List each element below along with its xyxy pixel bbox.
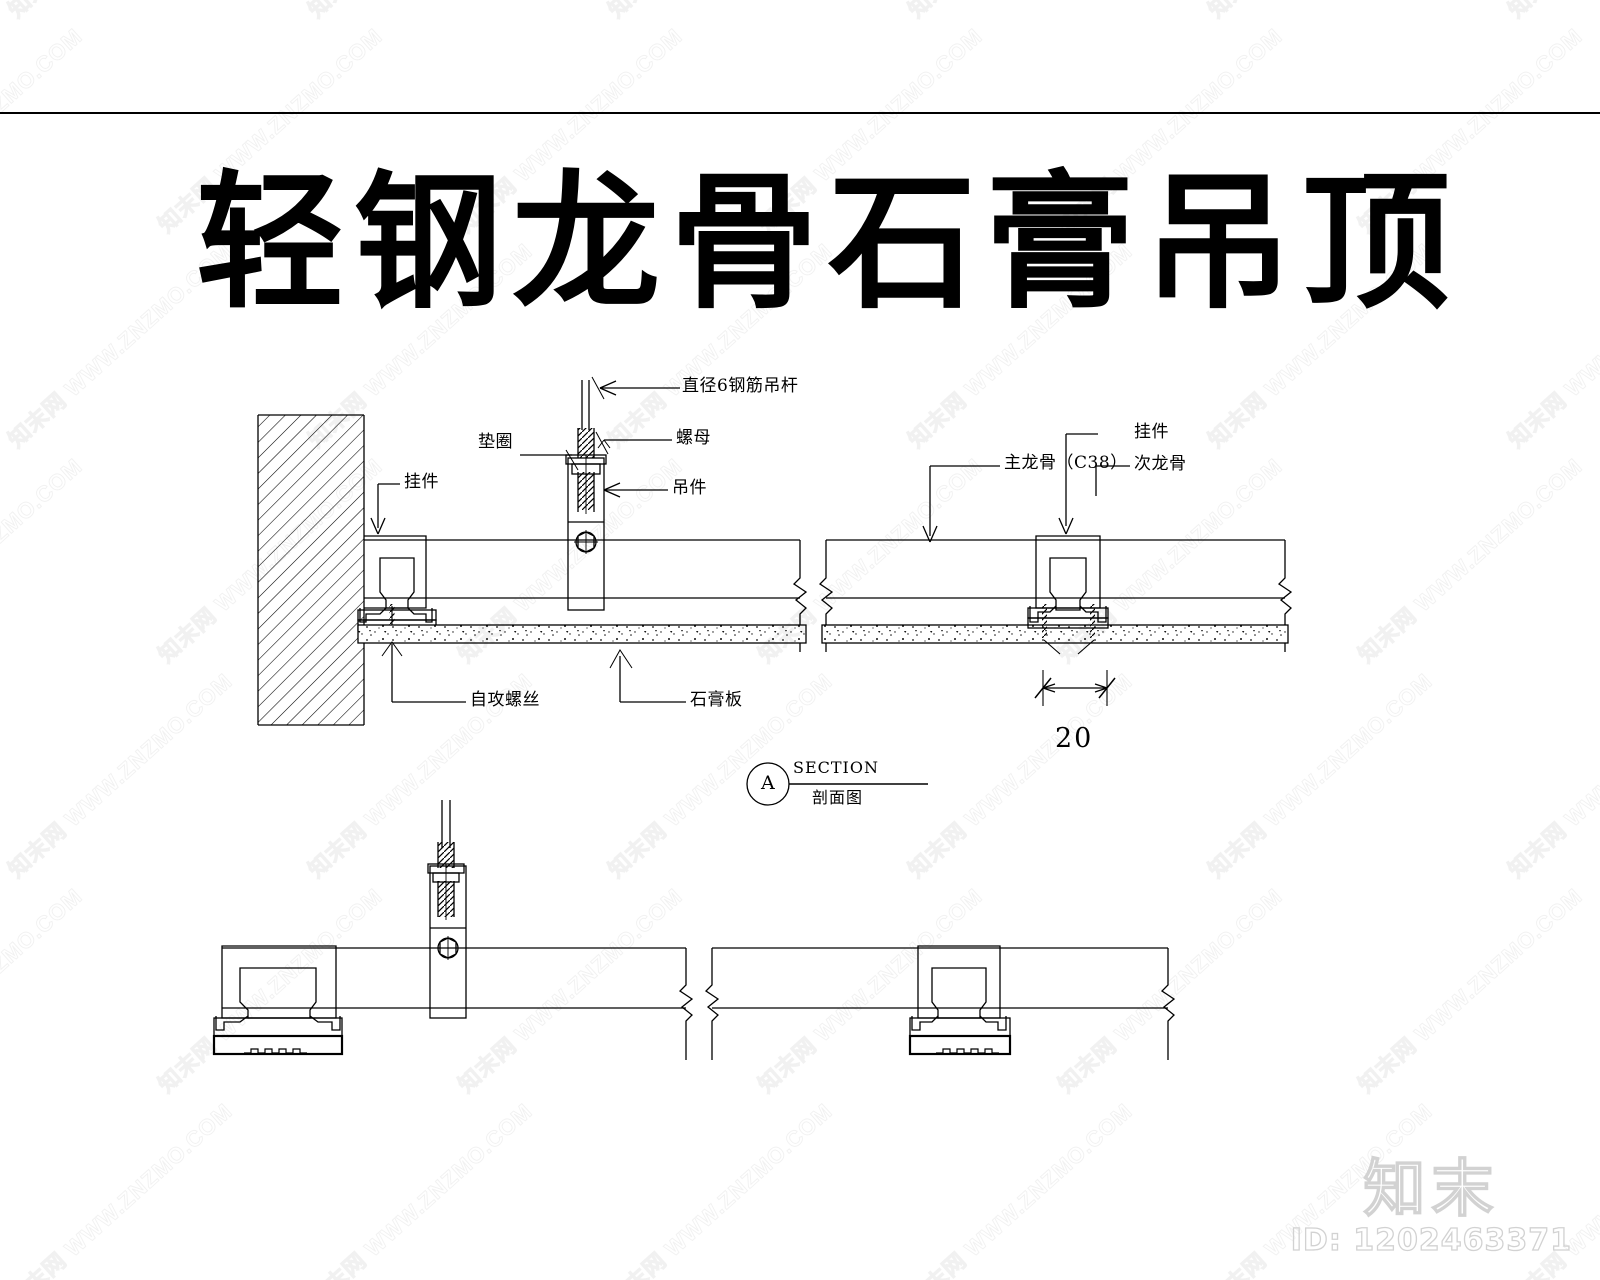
label-self-tapping-screw: 自攻螺丝: [470, 690, 540, 710]
label-gypsum-board: 石膏板: [690, 690, 743, 710]
section-label-cn: 剖面图: [812, 788, 864, 807]
label-nut: 螺母: [676, 428, 711, 448]
label-secondary-keel: 次龙骨: [1134, 454, 1187, 474]
section-label-en: SECTION: [793, 758, 879, 777]
label-hook-left: 挂件: [404, 472, 439, 492]
label-washer: 垫圈: [478, 432, 513, 452]
section-bubble-label: A: [761, 772, 776, 794]
label-hanger-rod: 直径6钢筋吊杆: [682, 376, 799, 396]
label-hanging-piece: 吊件: [672, 478, 707, 498]
label-hook-right: 挂件: [1134, 422, 1169, 442]
label-main-keel: 主龙骨（C38）: [1004, 453, 1128, 473]
dimension-gap-20: 20: [1055, 723, 1094, 754]
drawing-title: 轻钢龙骨石膏吊顶: [196, 155, 1460, 329]
